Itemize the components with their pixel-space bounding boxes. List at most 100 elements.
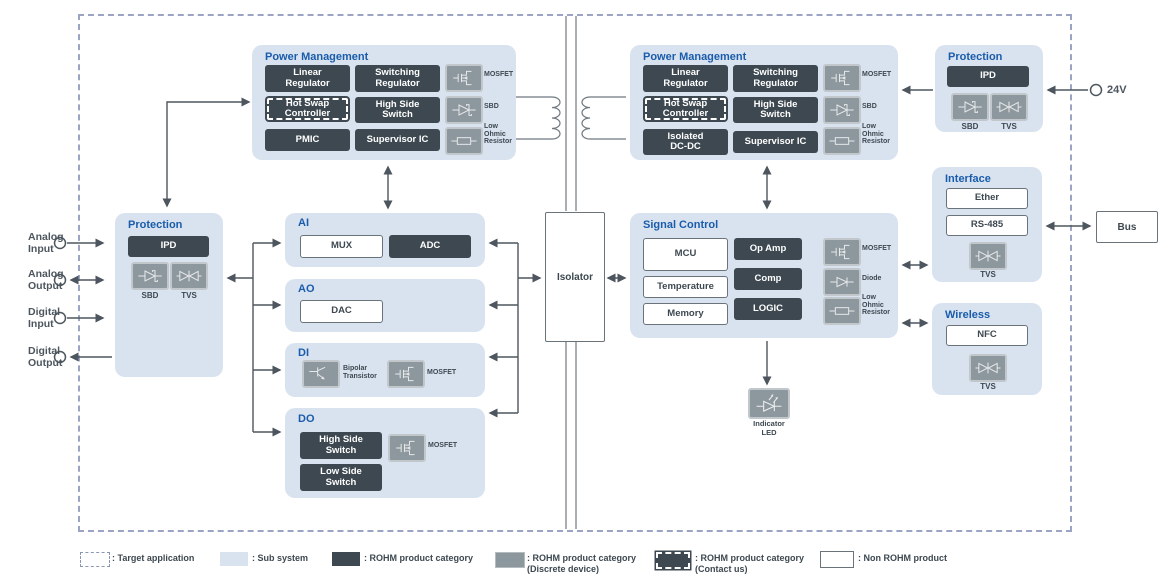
linear-regulator-button[interactable]: Linear Regulator <box>265 65 350 92</box>
target-application-frame <box>78 14 1072 532</box>
pmic-button[interactable]: PMIC <box>265 129 350 151</box>
ao-title: AO <box>298 283 315 295</box>
tvs-icon <box>969 354 1007 382</box>
switching-regulator-button[interactable]: Switching Regulator <box>733 65 818 92</box>
protection-left-title: Protection <box>128 219 183 231</box>
diode-icon <box>823 268 861 296</box>
digital-output-label: Digital Output <box>28 345 63 370</box>
tvs-label: TVS <box>980 270 996 279</box>
di-panel: DI Bipolar Transistor MOSFET <box>285 343 485 397</box>
digital-input-label: Digital Input <box>28 306 61 331</box>
high-side-switch-button[interactable]: High Side Switch <box>733 97 818 123</box>
protection-top-title: Protection <box>948 51 1003 63</box>
interface-panel: Interface Ether RS-485 TVS <box>932 167 1042 282</box>
indicator-led-label: Indicator LED <box>753 419 785 437</box>
hot-swap-controller-button[interactable]: Hot Swap Controller <box>645 98 726 120</box>
mosfet-label: MOSFET <box>484 71 514 78</box>
legend-subsystem-swatch <box>220 552 248 566</box>
sbd-icon <box>445 96 483 124</box>
low-ohmic-resistor-icon <box>823 127 861 155</box>
tvs-label: TVS <box>181 291 197 300</box>
ipd-button[interactable]: IPD <box>128 236 209 257</box>
ai-title: AI <box>298 217 309 229</box>
signal-control-title: Signal Control <box>643 219 719 231</box>
ether-box: Ether <box>946 188 1028 209</box>
high-side-switch-button[interactable]: High Side Switch <box>300 432 382 459</box>
tvs-icon <box>969 242 1007 270</box>
low-ohmic-resistor-icon <box>445 127 483 155</box>
bus-box: Bus <box>1096 211 1158 243</box>
analog-output-label: Analog Output <box>28 268 64 293</box>
mosfet-label: MOSFET <box>862 245 892 252</box>
supervisor-ic-button[interactable]: Supervisor IC <box>355 129 440 151</box>
signal-control-panel: Signal Control MCU Temperature Memory Op… <box>630 213 898 338</box>
supply-label: 24V <box>1107 84 1127 96</box>
sbd-icon <box>823 96 861 124</box>
mosfet-label: MOSFET <box>428 442 458 449</box>
legend-rohm-swatch <box>332 552 360 566</box>
sbd-label: SBD <box>484 103 499 110</box>
sbd-icon <box>131 262 169 290</box>
mosfet-icon <box>388 434 426 462</box>
ipd-button[interactable]: IPD <box>947 66 1029 87</box>
do-panel: DO High Side Switch Low Side Switch MOSF… <box>285 408 485 498</box>
legend-contact-label: : ROHM product category (Contact us) <box>695 553 805 574</box>
interface-title: Interface <box>945 173 991 185</box>
mcu-box: MCU <box>643 238 728 271</box>
tvs-label: TVS <box>980 382 996 391</box>
isolated-dcdc-button[interactable]: Isolated DC-DC <box>643 129 728 155</box>
nfc-box: NFC <box>946 325 1028 346</box>
wireless-panel: Wireless NFC TVS <box>932 303 1042 395</box>
dac-box: DAC <box>300 300 383 323</box>
mosfet-icon <box>387 360 425 388</box>
memory-box: Memory <box>643 303 728 325</box>
mosfet-icon <box>823 64 861 92</box>
adc-button[interactable]: ADC <box>389 235 471 258</box>
legend-nonrohm-label: : Non ROHM product <box>858 553 947 563</box>
tvs-icon <box>170 262 208 290</box>
sbd-label: SBD <box>862 103 877 110</box>
indicator-led-icon <box>748 388 790 419</box>
tvs-label: TVS <box>1001 122 1017 131</box>
sbd-label: SBD <box>961 122 979 131</box>
do-title: DO <box>298 413 315 425</box>
rs485-box: RS-485 <box>946 215 1028 236</box>
sbd-label: SBD <box>141 291 159 300</box>
protection-top-panel: Protection IPD SBD TVS <box>935 45 1043 132</box>
high-side-switch-button[interactable]: High Side Switch <box>355 97 440 123</box>
di-title: DI <box>298 347 309 359</box>
tvs-icon <box>990 93 1028 121</box>
low-ohmic-resistor-label: Low Ohmic Resistor <box>862 123 891 146</box>
linear-regulator-button[interactable]: Linear Regulator <box>643 65 728 92</box>
wireless-title: Wireless <box>945 309 991 321</box>
isolator-box: Isolator <box>545 212 605 342</box>
logic-button[interactable]: LOGIC <box>734 298 802 320</box>
ai-panel: AI MUX ADC <box>285 213 485 267</box>
ao-panel: AO DAC <box>285 279 485 332</box>
power-management-left-panel: Power Management Linear Regulator Switch… <box>252 45 516 160</box>
legend-discrete-label: : ROHM product category (Discrete device… <box>527 553 637 574</box>
switching-regulator-button[interactable]: Switching Regulator <box>355 65 440 92</box>
op-amp-button[interactable]: Op Amp <box>734 238 802 260</box>
bipolar-transistor-label: Bipolar Transistor <box>343 365 377 380</box>
legend-discrete-swatch <box>495 552 525 568</box>
supply-terminal <box>1089 83 1103 97</box>
hot-swap-controller-button[interactable]: Hot Swap Controller <box>267 98 348 120</box>
power-management-right-panel: Power Management Linear Regulator Switch… <box>630 45 898 160</box>
legend-target-swatch <box>80 552 110 567</box>
legend-nonrohm-swatch <box>820 551 854 568</box>
comp-button[interactable]: Comp <box>734 268 802 290</box>
mosfet-icon <box>445 64 483 92</box>
supervisor-ic-button[interactable]: Supervisor IC <box>733 131 818 153</box>
legend-rohm-label: : ROHM product category <box>364 553 474 563</box>
low-side-switch-button[interactable]: Low Side Switch <box>300 464 382 491</box>
mux-box: MUX <box>300 235 383 258</box>
diode-label: Diode <box>862 275 882 282</box>
legend-subsystem-label: : Sub system <box>252 553 309 563</box>
low-ohmic-resistor-label: Low Ohmic Resistor <box>484 123 513 146</box>
low-ohmic-resistor-label: Low Ohmic Resistor <box>862 294 891 317</box>
power-management-left-title: Power Management <box>265 51 369 63</box>
temperature-box: Temperature <box>643 276 728 298</box>
sbd-icon <box>951 93 989 121</box>
